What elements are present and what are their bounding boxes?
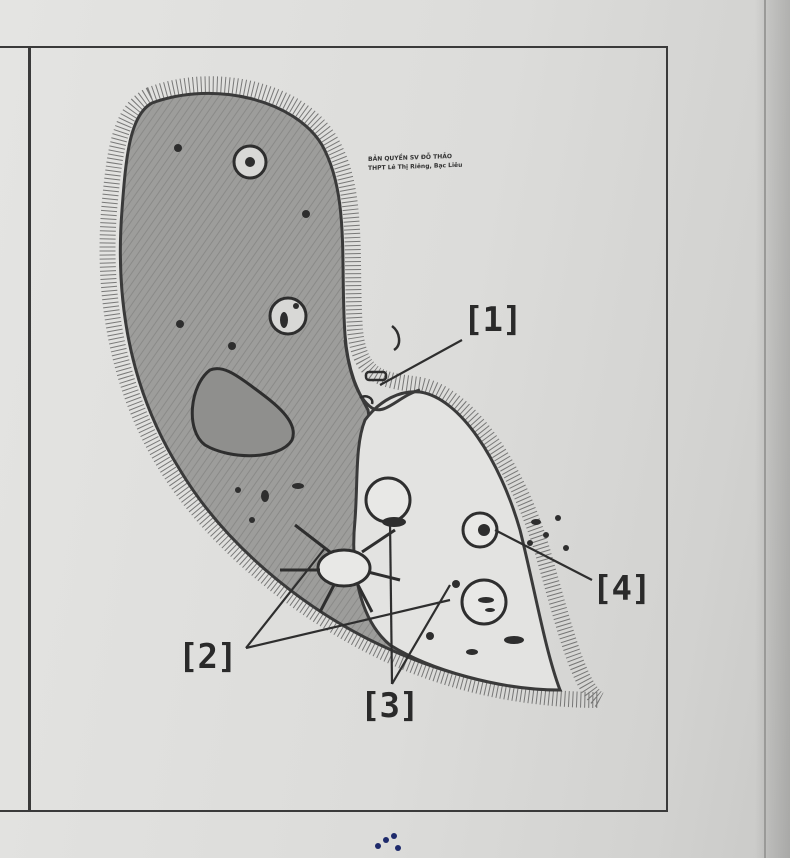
page-edge-line: [764, 0, 766, 858]
page-edge-shadow: [755, 0, 790, 858]
food-vacuoles: [232, 144, 508, 626]
granules: [174, 144, 569, 655]
cilia-fringe: [99, 76, 605, 708]
label-3: [3]: [360, 686, 419, 726]
table-cell-border: [0, 46, 668, 812]
oral-groove-region: [352, 390, 563, 692]
oral-groove: [343, 339, 421, 412]
food-particles: [359, 325, 401, 405]
label-1: [1]: [463, 300, 522, 340]
label-2: [2]: [178, 637, 237, 677]
pointer-lines: [245, 339, 593, 685]
table-column-divider: [28, 46, 31, 812]
macronucleus: [190, 367, 295, 458]
label-4: [4]: [592, 569, 651, 609]
contractile-vacuole: [280, 523, 401, 613]
ink-speck: [375, 833, 401, 851]
